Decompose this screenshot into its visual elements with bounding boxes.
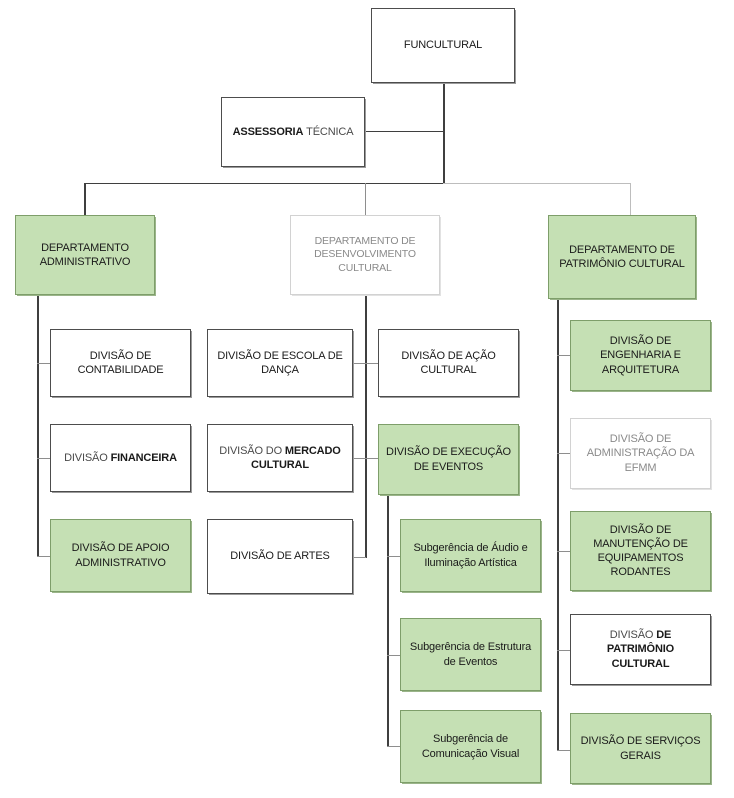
node-divisao-engenharia-arquitetura-line3: ARQUITETURA: [601, 363, 680, 376]
node-divisao-patrimonio-cultural-light: DIVISÃO: [609, 629, 654, 642]
node-departamento-desenvolvimento-cultural[interactable]: DEPARTAMENTO DE DESENVOLVIMENTO CULTURAL: [290, 215, 440, 295]
connector-drop-dept-admin: [84, 183, 86, 215]
node-divisao-contabilidade-line2: CONTABILIDADE: [77, 364, 164, 376]
node-divisao-escola-danca[interactable]: DIVISÃO DE ESCOLA DE DANÇA: [207, 329, 353, 397]
node-assessoria-tecnica-label-rest: TÉCNICA: [306, 125, 354, 138]
connector-drop-dept-desenv: [365, 183, 366, 215]
connector-drop-dept-patrimonio: [630, 183, 631, 215]
node-funcultural[interactable]: FUNCULTURAL: [371, 8, 515, 83]
node-divisao-servicos-gerais[interactable]: DIVISÃO DE SERVIÇOS GERAIS: [570, 713, 711, 784]
node-funcultural-label: FUNCULTURAL: [403, 39, 483, 52]
node-divisao-patrimonio-cultural-bold1: DE PATRIMÔNIO: [606, 629, 675, 656]
node-departamento-patrimonio-cultural-line1: DEPARTAMENTO DE: [569, 243, 675, 256]
node-divisao-execucao-eventos-line2: DE EVENTOS: [413, 460, 484, 473]
node-divisao-servicos-gerais-line2: GERAIS: [620, 749, 661, 762]
connector-stub-sub-estrutura: [387, 655, 400, 656]
connector-bus-left: [84, 183, 444, 184]
connector-stub-execucao: [365, 458, 378, 459]
node-divisao-artes-label: DIVISÃO DE ARTES: [230, 550, 330, 563]
node-divisao-mercado-cultural-bold2: CULTURAL: [251, 459, 309, 471]
connector-stub-sub-comunicacao: [387, 746, 400, 747]
node-divisao-acao-cultural-line1: DIVISÃO DE AÇÃO: [401, 349, 496, 362]
node-divisao-engenharia-arquitetura-line2: ENGENHARIA E: [600, 349, 681, 362]
node-divisao-engenharia-arquitetura[interactable]: DIVISÃO DE ENGENHARIA E ARQUITETURA: [570, 320, 711, 391]
node-divisao-mercado-cultural-bold1: MERCADO: [284, 444, 341, 457]
node-subgerencia-audio-iluminacao-line2: Iluminação Artística: [424, 556, 517, 569]
connector-stub-servicos: [557, 750, 570, 751]
node-divisao-manutencao-equipamentos-rodantes-line4: RODANTES: [610, 566, 671, 579]
node-divisao-manutencao-equipamentos-rodantes[interactable]: DIVISÃO DE MANUTENÇÃO DE EQUIPAMENTOS RO…: [570, 511, 711, 591]
node-divisao-execucao-eventos[interactable]: DIVISÃO DE EXECUÇÃO DE EVENTOS: [378, 424, 519, 495]
node-subgerencia-comunicacao-visual[interactable]: Subgerência de Comunicação Visual: [400, 710, 541, 783]
node-divisao-escola-danca-line1: DIVISÃO DE ESCOLA DE: [217, 349, 343, 362]
node-divisao-patrimonio-cultural-bold2: CULTURAL: [611, 657, 670, 670]
node-assessoria-tecnica[interactable]: ASSESSORIA TÉCNICA: [221, 97, 365, 167]
node-divisao-financeira[interactable]: DIVISÃO FINANCEIRA: [50, 424, 191, 492]
node-divisao-servicos-gerais-line1: DIVISÃO DE SERVIÇOS: [580, 735, 701, 748]
connector-stub-engenharia: [557, 355, 570, 356]
connector-stub-apoio: [37, 556, 50, 557]
node-departamento-desenvolvimento-cultural-line1: DEPARTAMENTO DE: [314, 234, 416, 247]
node-divisao-acao-cultural-line2: CULTURAL: [420, 364, 477, 376]
node-departamento-patrimonio-cultural-line2: PATRIMÔNIO CULTURAL: [559, 258, 685, 270]
connector-spine-admin: [37, 295, 39, 557]
node-divisao-administracao-efmm[interactable]: DIVISÃO DE ADMINISTRAÇÃO DA EFMM: [570, 418, 711, 489]
node-divisao-engenharia-arquitetura-line1: DIVISÃO DE: [609, 335, 672, 348]
node-divisao-manutencao-equipamentos-rodantes-line2: MANUTENÇÃO DE: [593, 537, 688, 550]
connector-stub-efmm: [557, 453, 570, 454]
node-divisao-administracao-efmm-line1: DIVISÃO DE: [609, 433, 672, 446]
node-departamento-patrimonio-cultural[interactable]: DEPARTAMENTO DE PATRIMÔNIO CULTURAL: [548, 215, 696, 299]
connector-stub-artes: [353, 557, 366, 558]
connector-spine-desenv: [365, 295, 367, 558]
connector-spine-execucao: [387, 495, 389, 747]
connector-stub-financeira: [37, 458, 50, 459]
node-divisao-escola-danca-line2: DANÇA: [261, 364, 299, 376]
node-departamento-administrativo-line1: DEPARTAMENTO: [41, 241, 129, 254]
connector-spine-patrimonio: [557, 299, 559, 751]
connector-bus-right: [443, 183, 631, 184]
node-departamento-desenvolvimento-cultural-line3: CULTURAL: [338, 261, 392, 274]
node-divisao-acao-cultural[interactable]: DIVISÃO DE AÇÃO CULTURAL: [378, 329, 519, 397]
node-divisao-administracao-efmm-line3: EFMM: [624, 461, 657, 474]
connector-root-stem: [443, 83, 445, 184]
node-subgerencia-comunicacao-visual-line1: Subgerência de: [433, 733, 508, 746]
node-divisao-manutencao-equipamentos-rodantes-line1: DIVISÃO DE: [609, 523, 672, 536]
node-divisao-apoio-administrativo-line2: ADMINISTRATIVO: [75, 556, 166, 569]
node-divisao-apoio-administrativo[interactable]: DIVISÃO DE APOIO ADMINISTRATIVO: [50, 519, 191, 592]
node-divisao-contabilidade[interactable]: DIVISÃO DE CONTABILIDADE: [50, 329, 191, 397]
node-divisao-patrimonio-cultural[interactable]: DIVISÃO DE PATRIMÔNIO CULTURAL: [570, 614, 711, 685]
connector-assessoria-stub: [365, 131, 444, 132]
node-divisao-artes[interactable]: DIVISÃO DE ARTES: [207, 519, 353, 594]
connector-stub-manutencao: [557, 551, 570, 552]
node-subgerencia-comunicacao-visual-line2: Comunicação Visual: [421, 747, 520, 760]
node-subgerencia-audio-iluminacao[interactable]: Subgerência de Áudio e Iluminação Artíst…: [400, 519, 541, 592]
node-subgerencia-audio-iluminacao-line1: Subgerência de Áudio e: [413, 542, 528, 555]
node-divisao-execucao-eventos-line1: DIVISÃO DE EXECUÇÃO: [386, 446, 511, 459]
node-divisao-mercado-cultural-light: DIVISÃO DO: [219, 444, 282, 457]
connector-stub-escola-danca: [353, 363, 366, 364]
node-departamento-administrativo[interactable]: DEPARTAMENTO ADMINISTRATIVO: [15, 215, 155, 295]
node-divisao-financeira-label-strong: FINANCEIRA: [110, 451, 177, 464]
node-divisao-administracao-efmm-line2: ADMINISTRAÇÃO DA: [586, 447, 695, 460]
connector-stub-acao: [365, 363, 378, 364]
node-divisao-manutencao-equipamentos-rodantes-line3: EQUIPAMENTOS: [597, 552, 684, 564]
node-divisao-apoio-administrativo-line1: DIVISÃO DE APOIO: [71, 542, 170, 555]
connector-stub-div-patrimonio: [557, 650, 570, 651]
node-subgerencia-estrutura-eventos[interactable]: Subgerência de Estrutura de Eventos: [400, 618, 541, 691]
connector-stub-contabilidade: [37, 363, 50, 364]
node-departamento-desenvolvimento-cultural-line2: DESENVOLVIMENTO: [314, 248, 416, 261]
node-departamento-administrativo-line2: ADMINISTRATIVO: [39, 256, 131, 268]
node-assessoria-tecnica-label-strong: ASSESSORIA: [232, 125, 304, 138]
connector-stub-sub-audio: [387, 556, 400, 557]
connector-stub-mercado: [353, 458, 366, 459]
node-subgerencia-estrutura-eventos-line1: Subgerência de Estrutura: [409, 641, 532, 654]
node-divisao-mercado-cultural[interactable]: DIVISÃO DO MERCADO CULTURAL: [207, 424, 353, 492]
node-divisao-contabilidade-line1: DIVISÃO DE: [89, 349, 152, 362]
node-subgerencia-estrutura-eventos-line2: de Eventos: [443, 655, 498, 668]
node-divisao-financeira-label-light: DIVISÃO: [64, 451, 108, 464]
